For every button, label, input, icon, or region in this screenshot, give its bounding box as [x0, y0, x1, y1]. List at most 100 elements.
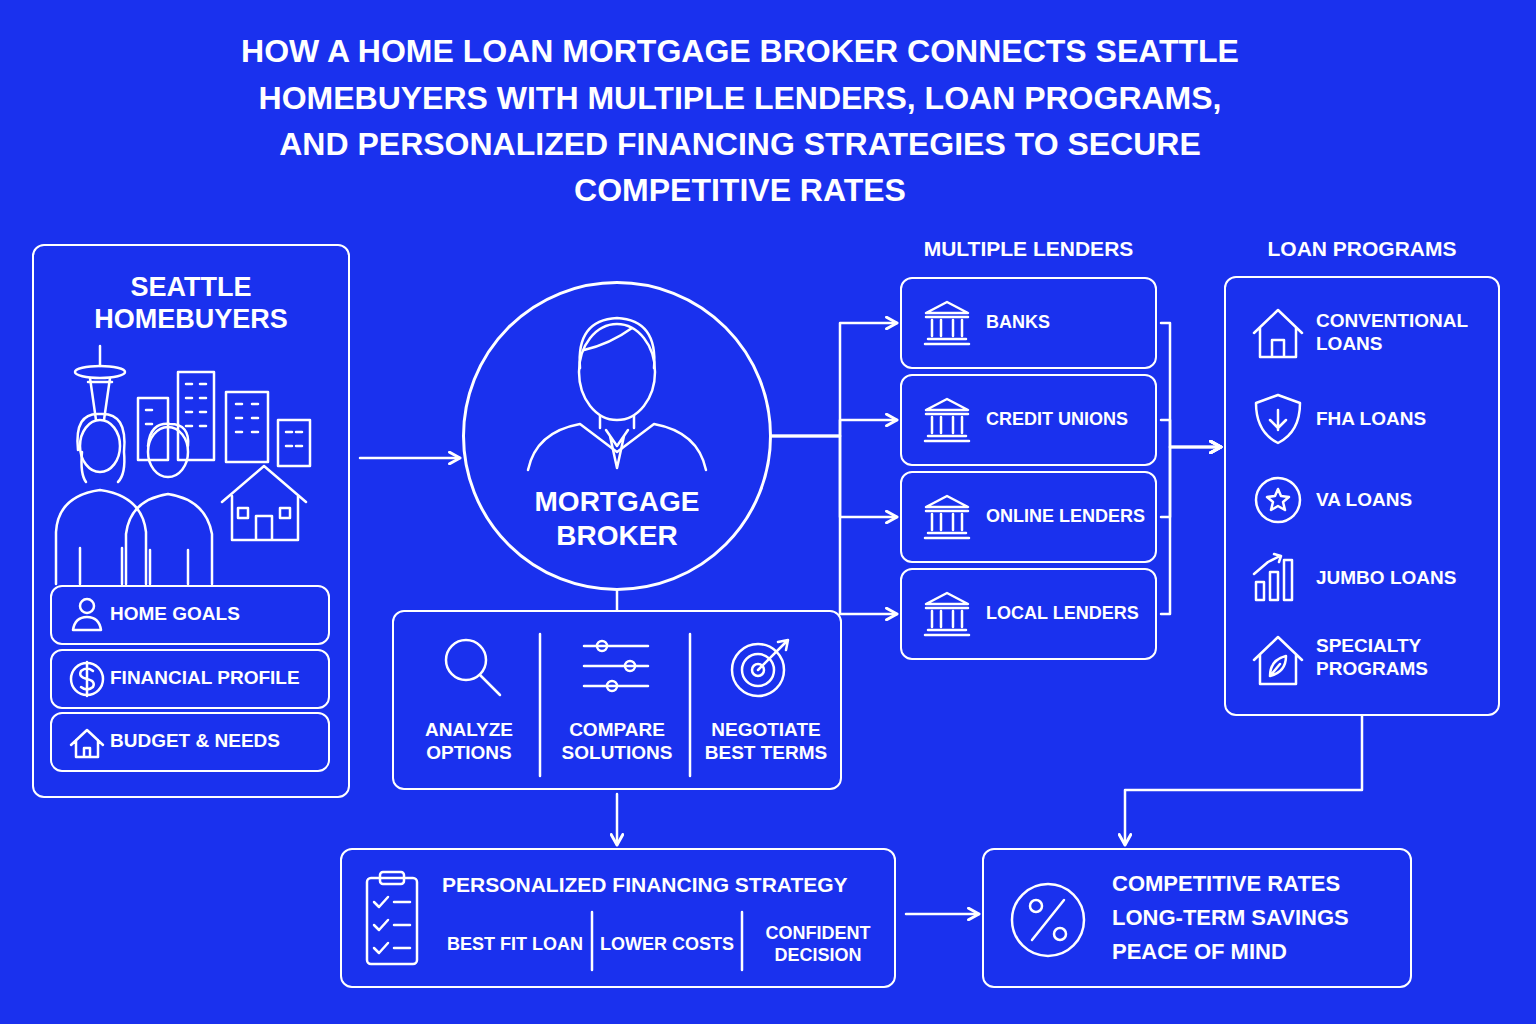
broker-circle: MORTGAGE BROKER	[462, 281, 772, 591]
node-text: LOCAL LENDERS	[986, 570, 1152, 657]
broker-portrait	[528, 424, 706, 470]
result-box: COMPETITIVE RATESLONG-TERM SAVINGSPEACE …	[982, 848, 1412, 988]
node-item-text: FHA LOANS	[1316, 389, 1496, 449]
result-icons	[1032, 900, 1064, 940]
homebuyer-couple	[148, 427, 188, 477]
loan-icons	[1254, 554, 1281, 574]
broker-portrait	[606, 430, 628, 468]
result-icons	[374, 897, 410, 953]
connector-arrow	[1161, 420, 1221, 447]
info-box: BUDGET & NEEDS	[50, 712, 330, 772]
bank-icons	[925, 302, 969, 344]
homebuyer-couple	[126, 494, 212, 584]
loan-icons	[1267, 489, 1289, 510]
lender-box: CREDIT UNIONS	[900, 374, 1157, 466]
action-icons	[584, 646, 648, 686]
connector-arrow	[1161, 447, 1221, 614]
result-icons	[367, 878, 417, 964]
node-text: ANALYZE OPTIONS	[398, 712, 540, 772]
seattle-skyline	[146, 384, 302, 446]
node-text: PERSONALIZED FINANCING STRATEGY	[442, 870, 888, 900]
info-box: HOME GOALS	[50, 585, 330, 645]
node-item-text: PEACE OF MIND	[1112, 936, 1406, 968]
connector-arrow	[360, 457, 460, 460]
loan-icons	[1256, 478, 1300, 522]
small-icons	[80, 662, 94, 696]
node-text: COMPETITIVE RATES	[1112, 868, 1406, 900]
homebuyer-couple	[56, 414, 212, 584]
action-icons	[607, 681, 617, 691]
seattle-skyline	[178, 372, 214, 460]
connector-arrow	[772, 323, 897, 436]
node-text: MORTGAGE BROKER	[485, 482, 749, 556]
action-icons	[540, 634, 690, 776]
connector-arrow	[1161, 323, 1221, 447]
result-icons	[1030, 900, 1042, 912]
loan-icons	[1256, 395, 1300, 443]
connector-arrow	[1125, 716, 1362, 845]
bank-icons	[925, 496, 969, 538]
lender-box: BANKS	[900, 277, 1157, 369]
result-icons	[1012, 884, 1084, 956]
result-icons	[380, 872, 404, 884]
node-text: BANKS	[986, 279, 1152, 366]
node-item-text: NEGOTIATE BEST TERMS	[694, 712, 838, 772]
seattle-skyline	[99, 346, 102, 366]
node-item-text: BEST FIT LOAN	[440, 914, 590, 976]
action-icons	[597, 641, 607, 651]
broker-portrait	[600, 416, 634, 428]
result-icons	[1054, 928, 1066, 940]
action-icons	[758, 640, 788, 670]
node-item-text: CONVENTIONAL LOANS	[1316, 303, 1496, 363]
node-text: CREDIT UNIONS	[986, 376, 1152, 463]
connector-arrow	[772, 436, 897, 517]
house-drawing	[222, 466, 306, 540]
seattle-skyline	[226, 392, 268, 462]
node-item-text: LONG-TERM SAVINGS	[1112, 902, 1406, 934]
connector-arrow	[772, 420, 897, 436]
info-box: FINANCIAL PROFILE	[50, 649, 330, 709]
seattle-skyline	[75, 346, 310, 466]
action-icons	[480, 675, 500, 695]
group-label: MULTIPLE LENDERS	[900, 232, 1157, 266]
node-text: HOME GOALS	[110, 587, 324, 642]
loan-icons	[1254, 637, 1302, 684]
strategy-box: PERSONALIZED FINANCING STRATEGY BEST FIT …	[340, 848, 896, 988]
small-icons	[71, 730, 103, 757]
process-box: ANALYZE OPTIONSCOMPARE SOLUTIONSNEGOTIAT…	[392, 610, 842, 790]
connector-arrow	[616, 794, 619, 845]
small-icons	[73, 617, 101, 630]
loan-icons	[1254, 310, 1302, 684]
seattle-skyline	[75, 366, 125, 378]
group-panel: HOME GOALS FINANCIAL PROFILE BUDGET & NEED…	[32, 244, 350, 798]
broker-portrait	[528, 318, 706, 470]
node-text: BUDGET & NEEDS	[110, 714, 324, 769]
node-item-text: CONFIDENT DECISION	[744, 914, 892, 976]
broker-portrait	[580, 318, 655, 368]
connector-arrow	[616, 591, 619, 610]
house-drawing	[222, 466, 306, 540]
lender-box: ONLINE LENDERS	[900, 471, 1157, 563]
node-item-text: COMPARE SOLUTIONS	[544, 712, 690, 772]
node-text: ONLINE LENDERS	[986, 473, 1152, 560]
node-item-text: LOWER COSTS	[594, 914, 740, 976]
homebuyer-couple	[148, 424, 188, 446]
seattle-skyline	[278, 420, 310, 466]
bank-icons	[925, 399, 969, 441]
loan-icons	[1256, 582, 1264, 600]
diagram-title: HOW A HOME LOAN MORTGAGE BROKER CONNECTS…	[230, 26, 1250, 216]
node-item-text: VA LOANS	[1316, 470, 1496, 530]
connector-arrow	[772, 436, 897, 614]
homebuyer-couple	[80, 420, 120, 472]
node-text: LOAN PROGRAMS	[1224, 232, 1500, 266]
node-item-text: JUMBO LOANS	[1316, 548, 1496, 608]
small-icons	[71, 663, 103, 695]
node-text: SEATTLE HOMEBUYERS	[40, 262, 342, 344]
program-panel: LOAN PROGRAMS CONVENTIONAL LOANS FHA LOANS…	[1224, 232, 1500, 716]
loan-icons	[1270, 572, 1278, 600]
node-text: FINANCIAL PROFILE	[110, 651, 324, 706]
action-icons	[625, 661, 635, 671]
small-icons	[80, 599, 94, 613]
small-icons	[71, 599, 103, 757]
bank-icons	[925, 302, 969, 635]
